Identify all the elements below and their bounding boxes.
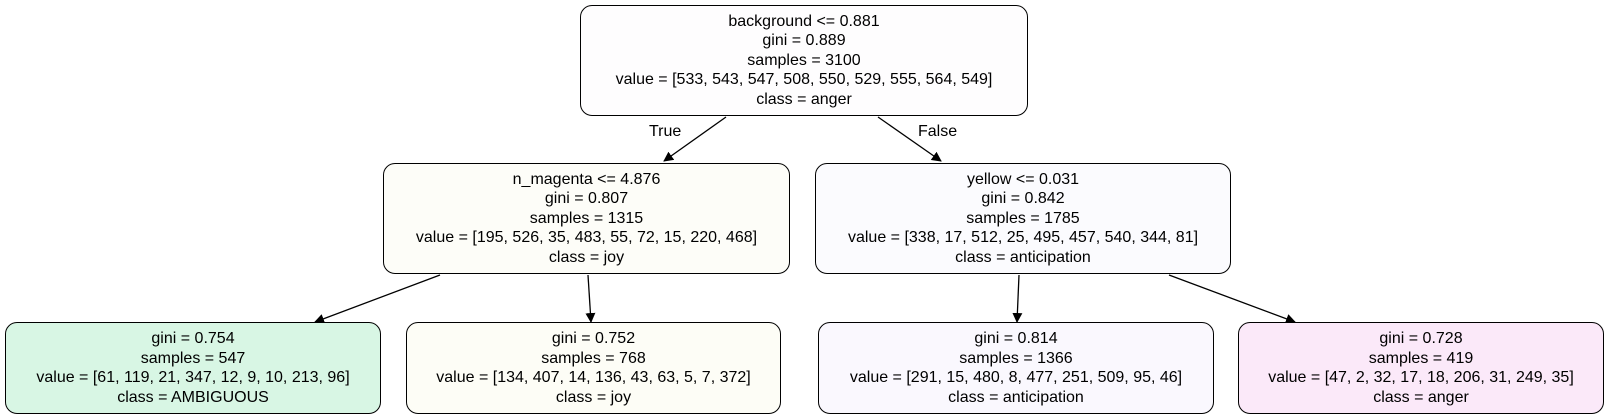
edge-label-true: True <box>649 123 681 140</box>
node-line: value = [338, 17, 512, 25, 495, 457, 540… <box>847 229 1199 247</box>
node-line: samples = 1785 <box>966 209 1080 227</box>
node-line: samples = 419 <box>1368 349 1474 367</box>
node-line: n_magenta <= 4.876 <box>512 170 661 188</box>
node-line: gini = 0.752 <box>551 330 636 347</box>
tree-leaf-3: gini = 0.814 samples = 1366 value = [291… <box>818 322 1214 414</box>
tree-node-right: yellow <= 0.031 gini = 0.842 samples = 1… <box>815 163 1231 274</box>
edge-right-leaf3 <box>1012 274 1023 323</box>
node-line: value = [291, 15, 480, 8, 477, 251, 509,… <box>849 369 1183 386</box>
edge-left-leaf2 <box>585 274 596 323</box>
tree-node-root: background <= 0.881 gini = 0.889 samples… <box>580 5 1028 116</box>
node-line: gini = 0.842 <box>981 190 1065 208</box>
node-line: value = [533, 543, 547, 508, 550, 529, 5… <box>615 71 993 89</box>
node-line: samples = 768 <box>541 349 646 367</box>
edge-left-leaf1 <box>314 274 441 324</box>
node-line: background <= 0.881 <box>728 12 880 30</box>
node-line: samples = 3100 <box>747 51 861 69</box>
node-line: gini = 0.807 <box>544 190 629 208</box>
edge-right-leaf4 <box>1168 274 1296 324</box>
edge-root-right <box>877 116 942 162</box>
node-line: class = AMBIGUOUS <box>117 388 269 406</box>
node-line: yellow <= 0.031 <box>966 170 1080 188</box>
node-line: class = anger <box>756 90 852 108</box>
node-line: class = anger <box>1373 388 1469 406</box>
node-line: class = anticipation <box>955 248 1091 266</box>
node-line: value = [61, 119, 21, 347, 12, 9, 10, 21… <box>36 369 350 386</box>
node-line: gini = 0.754 <box>151 330 235 347</box>
node-line: class = anticipation <box>948 388 1084 406</box>
edge-label-false: False <box>918 123 957 140</box>
node-line: value = [47, 2, 32, 17, 18, 206, 31, 249… <box>1268 369 1574 386</box>
tree-leaf-4: gini = 0.728 samples = 419 value = [47, … <box>1238 322 1604 414</box>
tree-leaf-2: gini = 0.752 samples = 768 value = [134,… <box>406 322 781 414</box>
node-line: gini = 0.814 <box>974 330 1058 347</box>
tree-leaf-1: gini = 0.754 samples = 547 value = [61, … <box>5 322 381 414</box>
node-line: gini = 0.889 <box>762 32 846 50</box>
tree-node-left: n_magenta <= 4.876 gini = 0.807 samples … <box>383 163 790 274</box>
node-line: samples = 1315 <box>529 209 644 227</box>
edge-root-left <box>663 116 727 162</box>
node-line: value = [195, 526, 35, 483, 55, 72, 15, … <box>415 229 758 247</box>
node-line: class = joy <box>555 388 632 406</box>
node-line: value = [134, 407, 14, 136, 43, 63, 5, 7… <box>436 369 751 386</box>
node-line: gini = 0.728 <box>1379 330 1463 347</box>
node-line: samples = 547 <box>140 349 246 367</box>
node-line: class = joy <box>548 248 625 266</box>
node-line: samples = 1366 <box>959 349 1073 367</box>
